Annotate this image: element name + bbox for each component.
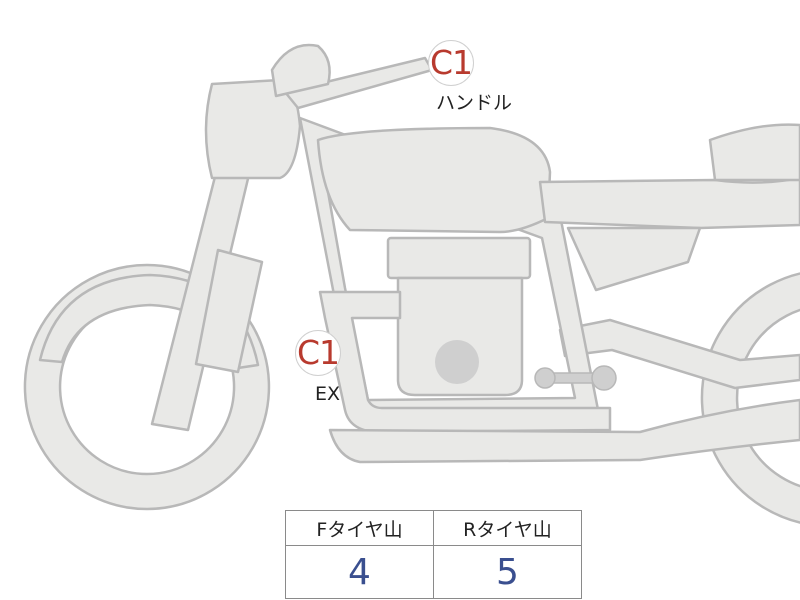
handle-label: ハンドル xyxy=(436,92,513,114)
mirror xyxy=(270,43,331,98)
rear-wheel xyxy=(700,272,800,524)
tire-tread-table: Fタイヤ山 Rタイヤ山 4 5 xyxy=(285,510,582,599)
engine-block xyxy=(396,276,524,397)
exhaust-pipe xyxy=(318,290,612,434)
side-cover xyxy=(566,226,702,292)
exhaust-label: EX xyxy=(315,383,341,405)
cylinder-head xyxy=(386,236,532,280)
engine-cover xyxy=(435,340,479,384)
rear-tire-value: 5 xyxy=(433,545,582,599)
rear-tire-header: Rタイヤ山 xyxy=(433,510,582,546)
seat xyxy=(538,176,800,230)
exhaust-code-badge: C1 xyxy=(295,330,341,376)
handle-code-badge: C1 xyxy=(428,40,474,86)
front-tire-header: Fタイヤ山 xyxy=(285,510,434,546)
table-header-row: Fタイヤ山 Rタイヤ山 xyxy=(285,510,582,546)
front-tire-value: 4 xyxy=(285,545,434,599)
fuel-tank xyxy=(316,126,552,234)
footpeg xyxy=(534,365,617,391)
muffler xyxy=(328,398,800,464)
fork-cover xyxy=(194,248,264,374)
table-value-row: 4 5 xyxy=(285,545,582,599)
tail-section xyxy=(708,123,800,182)
